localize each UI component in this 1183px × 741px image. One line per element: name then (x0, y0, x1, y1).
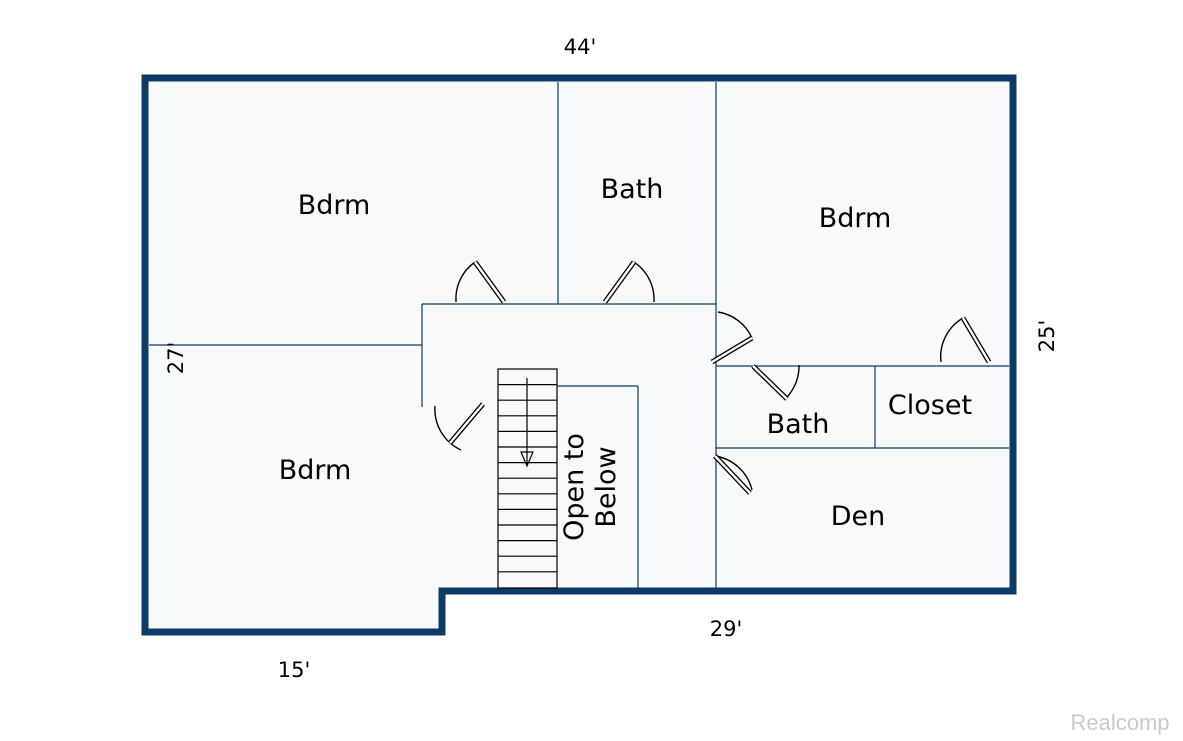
room-label-bdrm-bottom-left: Bdrm (279, 455, 352, 486)
door-bath-small (751, 364, 800, 401)
dimension-right: 25' (1035, 320, 1059, 353)
dimension-bottom-right: 29' (710, 617, 743, 641)
room-label-closet: Closet (888, 390, 972, 421)
staircase (497, 368, 558, 589)
dimension-left: 27' (164, 342, 188, 375)
dimension-top: 44' (564, 35, 597, 59)
door-closet-bdrm-right (940, 316, 992, 364)
door-bdrm-top-left (455, 260, 507, 304)
door-bdrm-top-right (710, 311, 754, 365)
interior-walls (149, 82, 1009, 588)
room-label-bdrm-top-right: Bdrm (819, 203, 892, 234)
exterior-wall (141, 74, 1017, 636)
open-to-below-line1: Open to (559, 433, 590, 541)
dimension-bottom-left: 15' (278, 658, 311, 682)
door-den (713, 454, 753, 495)
room-label-bdrm-top-left: Bdrm (298, 190, 371, 221)
stair-down-arrow-icon (520, 451, 534, 468)
door-bath-top (602, 260, 655, 304)
room-label-den: Den (831, 501, 886, 532)
watermark: Realcomp (1070, 710, 1169, 735)
room-label-bath-top: Bath (601, 174, 664, 205)
open-to-below-line2: Below (591, 446, 622, 527)
room-label-bath-small: Bath (767, 409, 830, 440)
door-bdrm-bottom-left (434, 402, 485, 451)
